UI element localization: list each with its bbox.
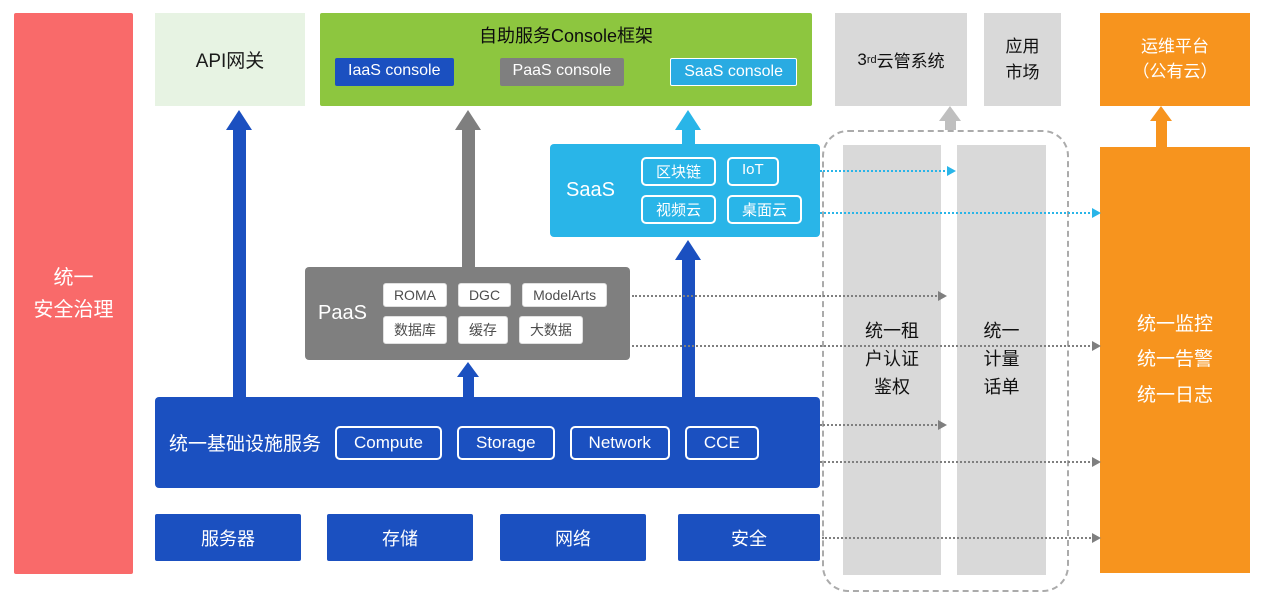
saas-chip-video-cloud: 视频云 — [640, 195, 716, 224]
paas-console-chip: PaaS console — [499, 58, 625, 86]
foundation-network-box: 网络 — [500, 514, 646, 561]
infra-chip-cce: CCE — [684, 425, 759, 460]
dotted-security-to-monitor — [822, 533, 1101, 543]
ops-platform-box: 运维平台 （公有云） — [1100, 13, 1250, 106]
api-gateway-box: API网关 — [155, 13, 305, 106]
arrow-shared-to-third-cloud — [939, 106, 961, 130]
foundation-security-box: 安全 — [678, 514, 820, 561]
saas-label: SaaS — [566, 179, 615, 201]
dotted-infra-to-monitor — [820, 457, 1101, 467]
saas-chip-grid: 区块链 IoT 视频云 桌面云 — [640, 157, 802, 224]
paas-box: PaaS ROMA DGC ModelArts 数据库 缓存 大数据 — [305, 267, 630, 360]
console-framework-box: 自助服务Console框架 IaaS console PaaS console … — [320, 13, 812, 106]
paas-chip-roma: ROMA — [382, 283, 447, 307]
infrastructure-label: 统一基础设施服务 — [169, 434, 322, 455]
metering-billing-bar: 统一 计量 话单 — [957, 145, 1046, 575]
saas-chip-desktop-cloud: 桌面云 — [726, 195, 802, 224]
saas-box: SaaS 区块链 IoT 视频云 桌面云 — [550, 144, 820, 237]
infrastructure-box: 统一基础设施服务 Compute Storage Network CCE — [155, 397, 820, 488]
paas-chip-dgc: DGC — [457, 283, 512, 307]
saas-chip-iot: IoT — [726, 157, 779, 186]
dotted-saas-to-monitor — [820, 208, 1101, 218]
third-party-prefix: 3 — [857, 49, 867, 69]
paas-chip-bigdata: 大数据 — [518, 316, 583, 344]
app-market-box: 应用 市场 — [984, 13, 1061, 106]
paas-label: PaaS — [318, 302, 367, 324]
third-party-sup: rd — [866, 53, 877, 66]
console-chip-row: IaaS console PaaS console SaaS console — [320, 48, 812, 86]
infra-chip-compute: Compute — [335, 425, 442, 460]
dotted-paas-to-monitor — [632, 341, 1101, 351]
arrow-saas-to-console — [675, 110, 701, 144]
arrow-paas-to-console — [455, 110, 481, 267]
paas-chip-grid: ROMA DGC ModelArts 数据库 缓存 大数据 — [382, 283, 608, 344]
saas-console-chip: SaaS console — [670, 58, 797, 86]
iaas-console-chip: IaaS console — [335, 58, 454, 86]
saas-chip-blockchain: 区块链 — [640, 157, 716, 186]
arrow-monitor-to-ops-platform — [1150, 106, 1172, 147]
security-governance-bar: 统一 安全治理 — [14, 13, 133, 574]
dotted-paas-to-auth — [632, 291, 947, 301]
paas-chip-database: 数据库 — [382, 316, 447, 344]
arrow-infra-to-saas — [675, 240, 701, 397]
paas-chip-modelarts: ModelArts — [522, 283, 608, 307]
monitor-alert-log-box: 统一监控 统一告警 统一日志 — [1100, 147, 1250, 573]
infrastructure-chip-row: Compute Storage Network CCE — [335, 425, 759, 460]
paas-chip-cache: 缓存 — [457, 316, 508, 344]
infra-chip-network: Network — [569, 425, 670, 460]
shared-services-dashed-frame — [822, 130, 1069, 592]
dotted-saas-to-auth — [820, 166, 956, 176]
third-party-suffix: 云管系统 — [876, 52, 945, 71]
foundation-server-box: 服务器 — [155, 514, 301, 561]
foundation-storage-box: 存储 — [327, 514, 473, 561]
arrow-infra-to-paas — [457, 362, 479, 397]
console-framework-title: 自助服务Console框架 — [478, 26, 654, 46]
infra-chip-storage: Storage — [457, 425, 555, 460]
tenant-auth-bar: 统一租 户认证 鉴权 — [843, 145, 941, 575]
dotted-infra-to-auth — [820, 420, 947, 430]
arrow-infra-to-api-gateway — [226, 110, 252, 397]
